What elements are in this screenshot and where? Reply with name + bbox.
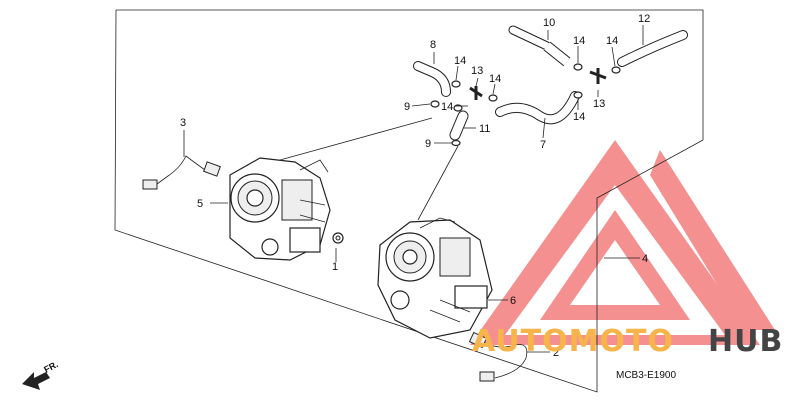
label-9a: 9 — [404, 101, 410, 113]
tube-11 — [449, 110, 469, 141]
assembly-frame — [114, 9, 704, 393]
carburetor-5 — [229, 157, 331, 261]
label-4: 4 — [642, 253, 648, 265]
front-direction-label: FR. — [42, 359, 59, 375]
front-arrow-icon — [22, 372, 50, 390]
sensor-2 — [468, 331, 528, 382]
clips-and-joints — [430, 63, 621, 147]
watermark-logo — [470, 140, 775, 345]
label-14a: 14 — [454, 55, 466, 67]
label-14c: 14 — [573, 35, 585, 47]
label-13b: 13 — [593, 98, 605, 110]
label-13a: 13 — [471, 65, 483, 77]
label-14f: 14 — [441, 101, 453, 113]
label-5: 5 — [197, 198, 203, 210]
sensor-3 — [142, 155, 221, 190]
label-2: 2 — [553, 347, 559, 359]
label-6: 6 — [510, 295, 516, 307]
hose-12 — [617, 30, 688, 67]
hose-8 — [413, 61, 451, 97]
label-1: 1 — [332, 261, 338, 273]
label-14d: 14 — [606, 35, 618, 47]
label-14b: 14 — [489, 73, 501, 85]
hose-7 — [495, 91, 580, 125]
label-12: 12 — [638, 13, 650, 25]
diagram-code: MCB3-E1900 — [616, 370, 676, 381]
label-8: 8 — [430, 39, 436, 51]
label-7: 7 — [540, 139, 546, 151]
carburetor-6 — [377, 217, 493, 339]
label-14e: 14 — [573, 111, 585, 123]
label-9b: 9 — [425, 138, 431, 150]
label-3: 3 — [180, 117, 186, 129]
label-11: 11 — [479, 123, 490, 135]
label-10: 10 — [543, 17, 555, 29]
part-1-washer — [332, 232, 344, 244]
watermark-text-accent: HUB — [708, 324, 783, 359]
leader-lines — [183, 25, 644, 353]
hose-10 — [508, 25, 571, 67]
watermark-text-primary: AUTOMOTO — [472, 324, 674, 359]
